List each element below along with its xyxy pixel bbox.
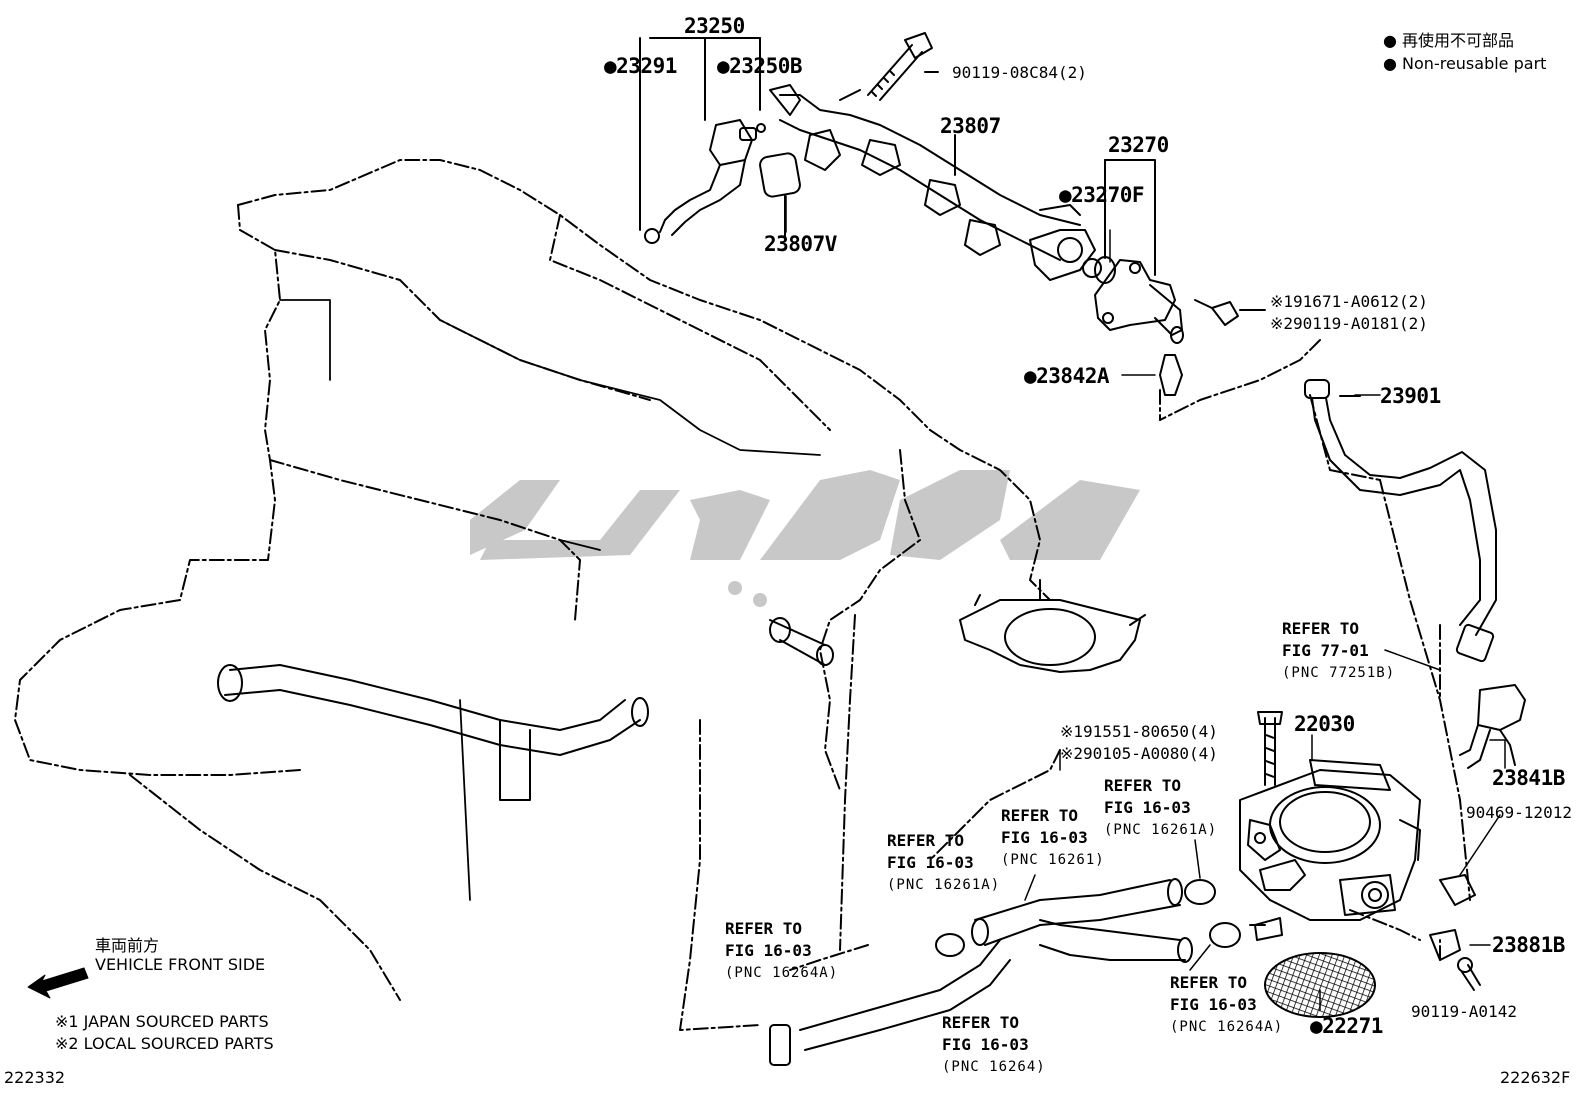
watermark-logo	[470, 470, 1140, 607]
part-23881b[interactable]: 23881B	[1492, 933, 1565, 957]
part-23270[interactable]: 23270	[1108, 133, 1169, 157]
figure-code-right: 222632F	[1500, 1068, 1571, 1087]
water-hoses	[769, 878, 1266, 1066]
fuel-pipe-connector	[1094, 159, 1266, 396]
front-label-en: VEHICLE FRONT SIDE	[95, 955, 266, 974]
part-23250[interactable]: 23250	[684, 14, 745, 38]
part-23901[interactable]: 23901	[1380, 384, 1441, 408]
refer-fig-16-03-pnc-16264a-left[interactable]: REFER TO FIG 16-03 (PNC 16264A)	[725, 919, 839, 981]
water-bypass-pipe	[217, 617, 834, 801]
note-japan-sourced: ※1 JAPAN SOURCED PARTS	[55, 1012, 269, 1031]
small-parts-lower-right	[1429, 874, 1481, 991]
engine-solid-lines	[279, 299, 821, 901]
part-191551-80650[interactable]: ※191551-80650(4)	[1060, 722, 1218, 741]
front-arrow-icon	[27, 967, 89, 999]
leader-lines	[785, 195, 1506, 1011]
legend-non-reusable-jp: ● 再使用不可部品	[1383, 31, 1515, 50]
clamp-23841b	[1459, 684, 1526, 769]
refer-fig-16-03-pnc-16261a-top[interactable]: REFER TO FIG 16-03 (PNC 16261A)	[1104, 776, 1218, 838]
part-90469-12012[interactable]: 90469-12012	[1466, 803, 1572, 822]
refer-fig-16-03-pnc-16261a-left[interactable]: REFER TO FIG 16-03 (PNC 16261A)	[887, 831, 1001, 893]
legend-non-reusable-en: ● Non-reusable part	[1383, 54, 1547, 73]
part-290105-a0080[interactable]: ※290105-A0080(4)	[1060, 744, 1218, 763]
fuel-delivery-pipe	[759, 84, 1102, 281]
refer-fig-16-03-pnc-16264a-right[interactable]: REFER TO FIG 16-03 (PNC 16264A)	[1170, 973, 1284, 1035]
part-23807v[interactable]: 23807V	[764, 232, 837, 256]
fuel-hose	[1304, 379, 1497, 663]
fuel-injector	[639, 37, 766, 244]
gasket-22271	[1264, 952, 1376, 1018]
intake-gasket-plate	[959, 579, 1146, 673]
throttle-body	[1239, 711, 1421, 941]
front-label-jp: 車両前方	[95, 936, 160, 955]
refer-fig-77-01[interactable]: REFER TO FIG 77-01 (PNC 77251B)	[1282, 619, 1396, 681]
bolt-90119-08c84	[839, 32, 939, 101]
part-290119-a0181[interactable]: ※290119-A0181(2)	[1270, 314, 1428, 333]
part-191671-a0612[interactable]: ※191671-A0612(2)	[1270, 292, 1428, 311]
part-23842a[interactable]: ●23842A	[1024, 364, 1110, 388]
part-22030[interactable]: 22030	[1294, 712, 1355, 736]
part-23291[interactable]: ●23291	[604, 54, 677, 78]
part-23250b[interactable]: ●23250B	[717, 54, 803, 78]
engine-outline	[14, 159, 1471, 1031]
part-23841b[interactable]: 23841B	[1492, 766, 1565, 790]
figure-code-left: 222332	[4, 1068, 66, 1087]
part-22271[interactable]: ●22271	[1310, 1014, 1383, 1038]
refer-fig-16-03-pnc-16264[interactable]: REFER TO FIG 16-03 (PNC 16264)	[942, 1013, 1046, 1075]
part-23807[interactable]: 23807	[940, 114, 1001, 138]
refer-fig-16-03-pnc-16261[interactable]: REFER TO FIG 16-03 (PNC 16261)	[1001, 806, 1105, 868]
part-90119-a0142[interactable]: 90119-A0142	[1411, 1002, 1517, 1021]
part-23270f[interactable]: ●23270F	[1059, 183, 1145, 207]
part-90119-08c84[interactable]: 90119-08C84(2)	[952, 63, 1087, 82]
note-local-sourced: ※2 LOCAL SOURCED PARTS	[55, 1034, 274, 1053]
